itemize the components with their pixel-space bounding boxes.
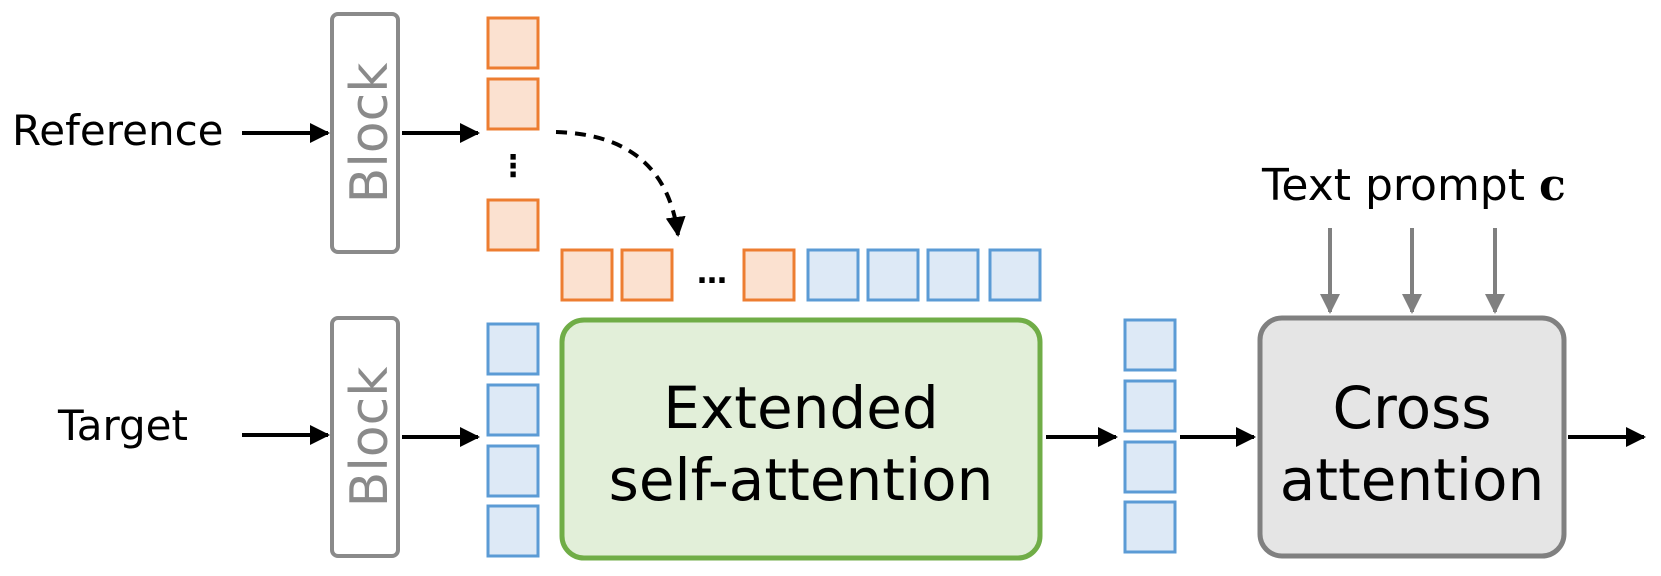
reference-token <box>742 248 796 302</box>
text-prompt-label: Text prompt c <box>1261 160 1566 211</box>
extended-self-attention-line2: self-attention <box>609 446 994 514</box>
target-token <box>486 444 540 498</box>
extended-self-attention-module: Extended self-attention <box>559 317 1043 561</box>
cross-attention-module: Cross attention <box>1257 315 1567 559</box>
target-token <box>866 248 920 302</box>
target-token <box>926 248 980 302</box>
text-prompt-symbol: c <box>1539 160 1566 211</box>
reference-token <box>560 248 614 302</box>
reference-block: Block <box>330 12 400 254</box>
vertical-ellipsis: ⋮ <box>498 149 528 184</box>
concat-dashed-arrow <box>555 130 686 237</box>
output-token <box>1123 440 1177 494</box>
output-token <box>1123 379 1177 433</box>
text-prompt-text: Text prompt <box>1261 160 1539 211</box>
output-token <box>1123 500 1177 554</box>
cross-attention-line2: attention <box>1280 446 1545 514</box>
reference-token <box>486 77 540 131</box>
reference-token <box>620 248 674 302</box>
target-label: Target <box>57 401 188 450</box>
target-token <box>486 322 540 376</box>
reference-block-label: Block <box>340 63 400 204</box>
output-token <box>1123 318 1177 372</box>
target-token <box>806 248 860 302</box>
output-token-stack <box>1123 318 1177 554</box>
concatenated-token-row: … <box>560 248 1042 302</box>
reference-token <box>486 198 540 252</box>
horizontal-ellipsis: … <box>697 256 727 291</box>
extended-self-attention-line1: Extended <box>663 374 938 442</box>
target-block-label: Block <box>340 367 400 508</box>
reference-token-stack: ⋮ <box>486 16 540 252</box>
reference-token <box>486 16 540 70</box>
reference-label: Reference <box>12 106 224 155</box>
cross-attention-line1: Cross <box>1333 374 1492 442</box>
target-token <box>486 383 540 437</box>
target-token <box>486 504 540 558</box>
target-token <box>988 248 1042 302</box>
target-block: Block <box>330 316 400 558</box>
target-token-stack <box>486 322 540 558</box>
